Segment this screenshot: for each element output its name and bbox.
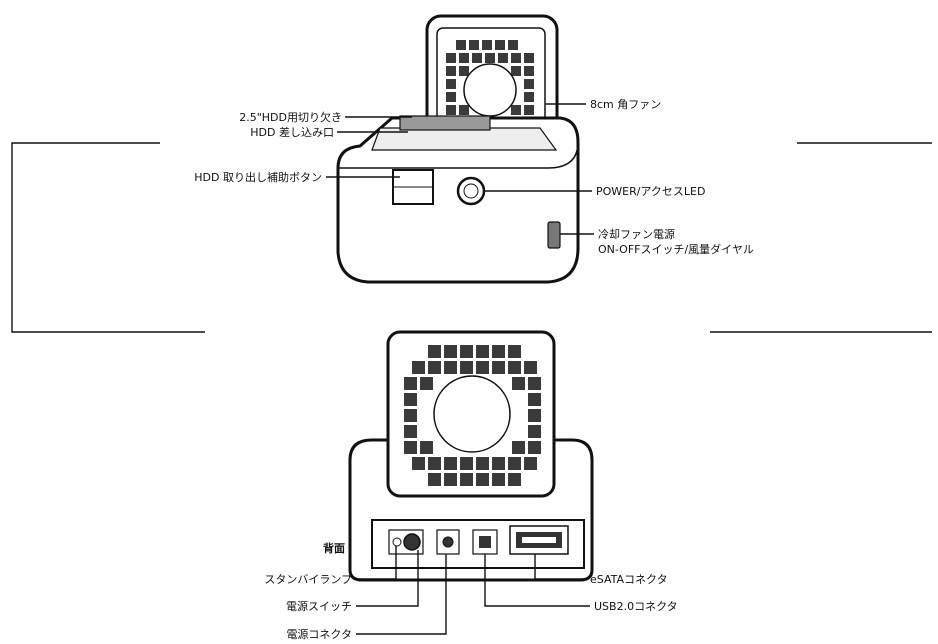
label-power-connector: 電源コネクタ	[286, 627, 352, 641]
label-rear-heading: 背面	[323, 541, 345, 555]
label-fan: 8cm 角ファン	[590, 98, 661, 111]
rear-fan-hub	[433, 375, 511, 453]
rear-view: 背面 スタンバイランプ 電源スイッチ 電源コネクタ eSATAコネクタ USB2…	[264, 330, 678, 641]
front-view: 2.5"HDD用切り欠き HDD 差し込み口 8cm 角ファン HDD 取り出し…	[194, 14, 754, 284]
label-fan-switch-2: ON-OFFスイッチ/風量ダイヤル	[598, 242, 754, 256]
fan-switch-dial	[547, 221, 561, 249]
usb-connector	[472, 529, 498, 555]
hdd-slot-notch	[399, 115, 491, 131]
label-eject-button: HDD 取り出し補助ボタン	[194, 170, 322, 184]
standby-lamp	[392, 537, 402, 547]
label-power-led: POWER/アクセスLED	[596, 185, 705, 198]
front-leader-lines	[326, 103, 594, 235]
front-fan-hub	[463, 63, 517, 117]
label-esata-connector: eSATAコネクタ	[590, 573, 668, 586]
label-fan-switch-1: 冷却ファン電源	[598, 227, 675, 241]
label-hdd-slot: HDD 差し込み口	[250, 125, 334, 139]
rear-leader-lines	[356, 546, 590, 635]
divider-lines	[11, 142, 932, 333]
front-dock-body	[336, 115, 580, 284]
label-usb-connector: USB2.0コネクタ	[594, 600, 678, 613]
label-slot-notch: 2.5"HDD用切り欠き	[239, 110, 342, 124]
rear-fan-grille	[404, 345, 541, 486]
power-switch	[403, 533, 421, 551]
label-standby-lamp: スタンバイランプ	[264, 573, 352, 586]
label-power-switch: 電源スイッチ	[286, 599, 352, 613]
